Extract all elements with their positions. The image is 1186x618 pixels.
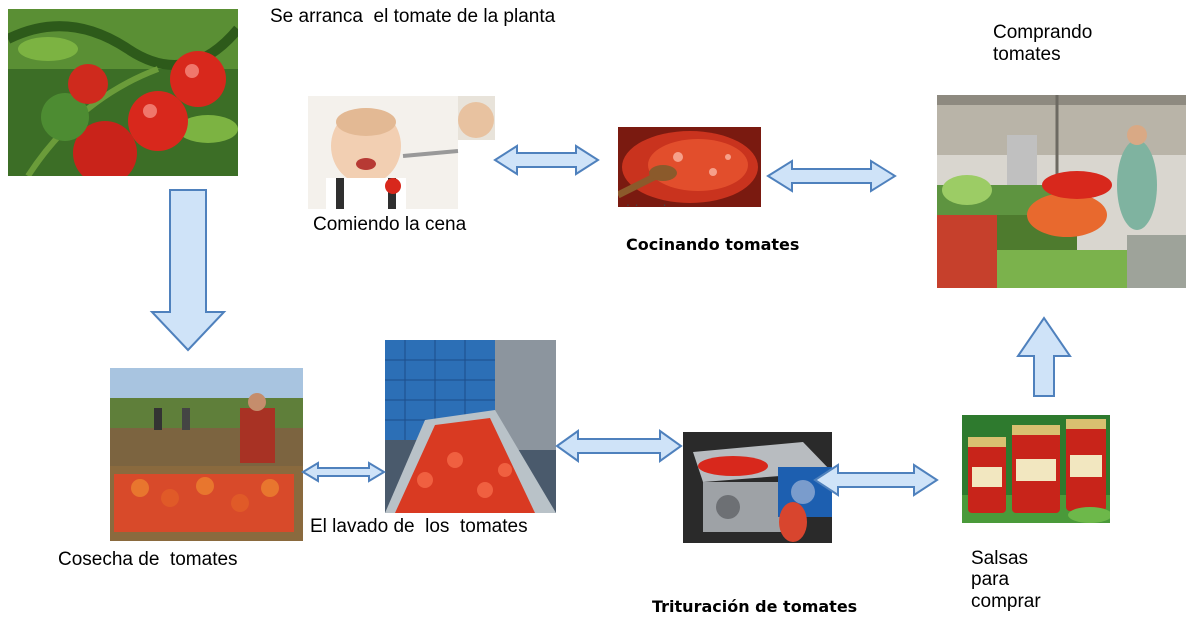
- label-crushing: Trituración de tomates: [652, 597, 858, 616]
- arrow-harvest-washing: [301, 461, 386, 483]
- baby-eating-photo: [308, 96, 495, 209]
- market-photo: [937, 95, 1186, 288]
- arrow-cooking-market: [766, 159, 897, 193]
- washing-photo: [385, 340, 556, 513]
- cooking-sauce-photo: [618, 127, 761, 207]
- arrow-crushing-sauces: [813, 463, 939, 497]
- label-harvest: Cosecha de tomates: [58, 549, 238, 570]
- label-buying: Comprando tomates: [993, 22, 1093, 65]
- arrow-washing-crushing: [555, 429, 683, 463]
- label-cooking: Cocinando tomates: [626, 235, 800, 254]
- arrow-down-plant-to-harvest: [149, 189, 227, 352]
- arrow-eating-cooking: [493, 144, 600, 176]
- sauces-photo: [962, 415, 1110, 523]
- hidden-caption-fragment: · · ·: [614, 204, 667, 212]
- label-eating: Comiendo la cena: [313, 214, 467, 235]
- crushing-photo: [683, 432, 832, 543]
- label-washing: El lavado de los tomates: [310, 516, 528, 537]
- label-sauces: Salsas para comprar: [971, 548, 1041, 612]
- tomato-plant-photo: [8, 9, 238, 176]
- label-plant: Se arranca el tomate de la planta: [270, 6, 556, 27]
- harvest-photo: [110, 368, 303, 541]
- arrow-up-sauces-to-market: [1016, 316, 1072, 397]
